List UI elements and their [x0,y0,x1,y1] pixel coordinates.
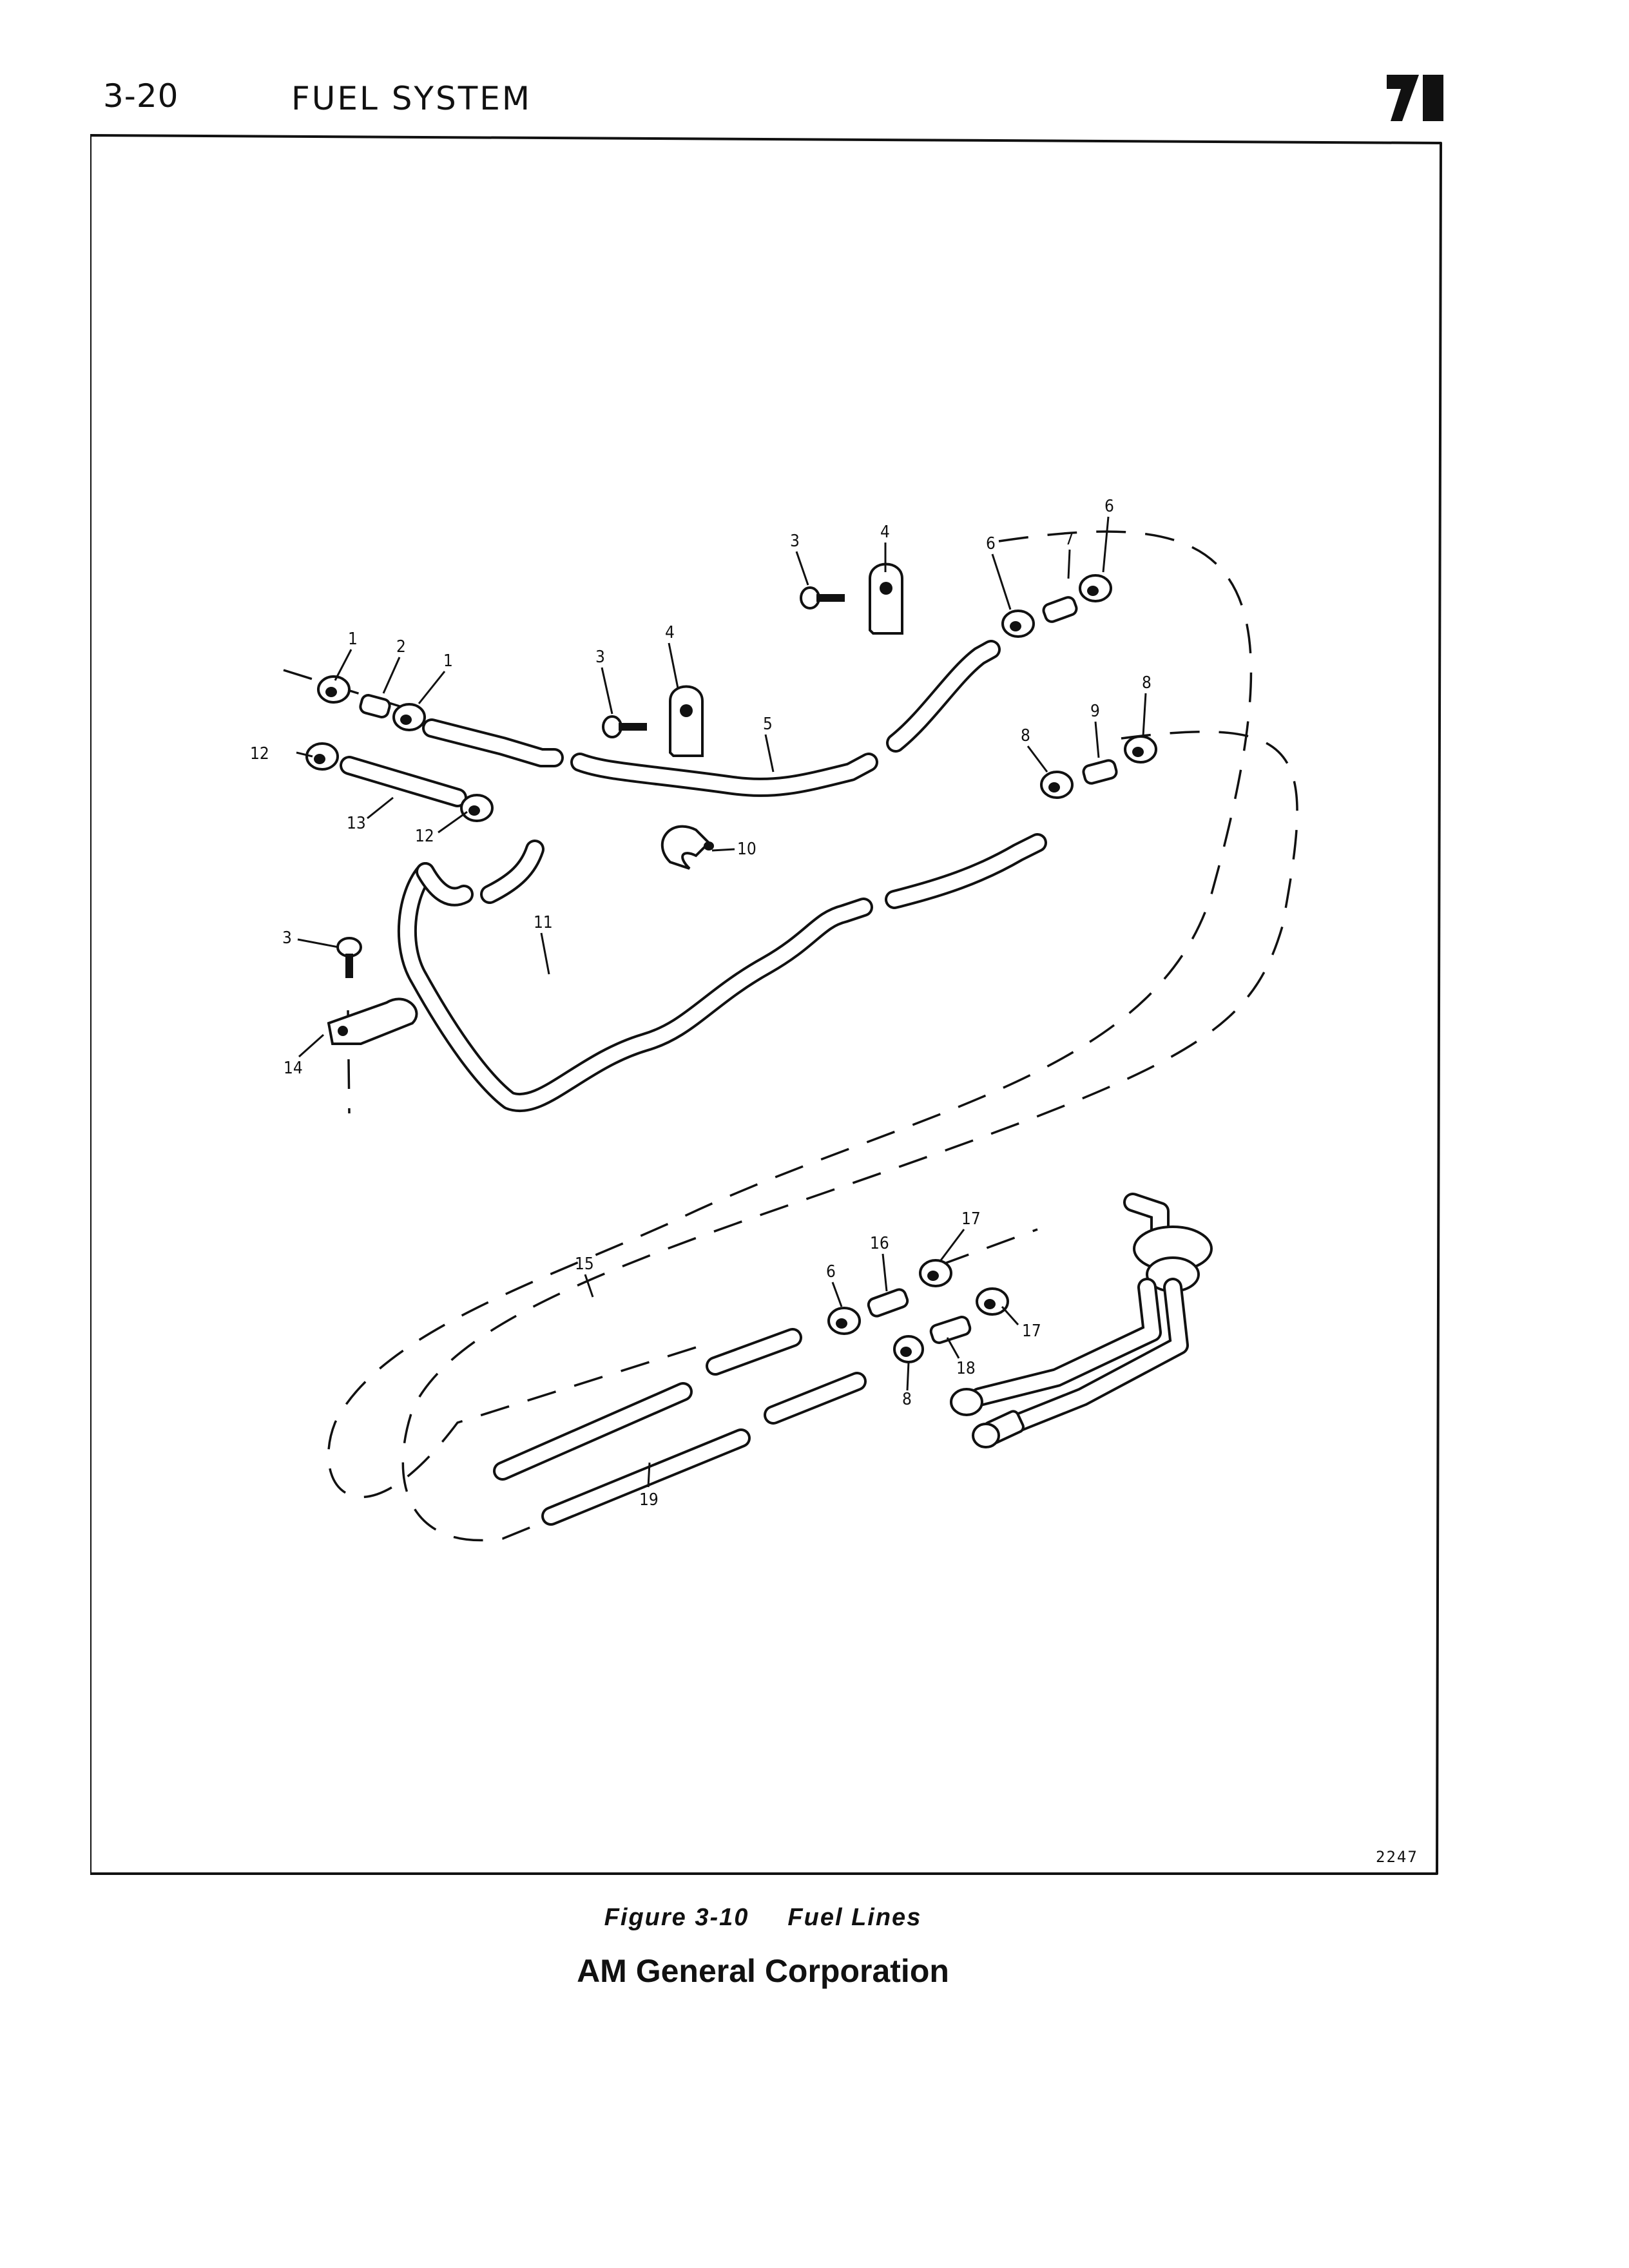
callout-3: 3 [790,532,800,551]
callout-8: 8 [1142,673,1152,693]
hose-9 [1082,759,1118,785]
drawing-number: 2247 [1376,1848,1418,1866]
callout-3: 3 [595,648,605,667]
callout-15: 15 [575,1254,594,1274]
callout-5: 5 [763,715,773,734]
callout-1: 1 [348,629,358,649]
callout-12: 12 [250,744,269,764]
hose-7 [1042,596,1078,623]
figure-caption: Figure 3-10 Fuel Lines [0,1904,1526,1932]
hose-16 [867,1288,909,1318]
callout-7: 7 [1065,530,1074,549]
figure-title: Fuel Lines [787,1904,922,1931]
fuel-pump-assembly [950,1193,1213,1448]
screw-3c [336,937,362,978]
callout-2: 2 [396,637,406,657]
centerline-lower [940,1228,1038,1266]
callout-18: 18 [956,1359,976,1378]
callout-16: 16 [870,1234,889,1253]
clip-4b [669,685,704,757]
clip-10 [660,825,714,870]
callout-leaders [296,516,1147,1488]
callout-6: 6 [826,1262,836,1282]
callout-4: 4 [665,623,675,642]
hose-2 [359,694,391,718]
screw-3b [602,715,647,738]
fuel-line-5 [422,640,1001,797]
callout-4: 4 [880,523,890,542]
section-title: FUEL SYSTEM [291,80,532,117]
callout-3: 3 [282,928,292,948]
hose-18 [929,1316,972,1344]
callout-13: 13 [347,814,366,833]
figure-label: Figure 3-10 [604,1904,749,1931]
callout-19: 19 [639,1490,659,1510]
company-name: AM General Corporation [577,1953,949,1989]
callout-10: 10 [737,840,757,859]
figure-frame-border [90,134,1442,1875]
callout-14: 14 [284,1059,303,1078]
callout-8: 8 [902,1390,912,1409]
clip-4a [869,562,903,635]
callout-9: 9 [1090,702,1100,721]
clip-14 [327,997,418,1045]
callout-17: 17 [961,1209,981,1229]
callout-11: 11 [534,913,553,932]
assembly-dashed-loop-outer [327,530,1253,1499]
screw-3a [800,586,845,610]
assembly-dashed-loop-inner [401,730,1298,1542]
page-number: 3-20 [103,77,179,115]
callout-12: 12 [415,827,434,846]
publisher-logo-mark [1387,75,1443,121]
callout-1: 1 [443,651,453,671]
callout-6: 6 [1104,497,1114,516]
fuel-lines-exploded-view: 1 2 1 3 4 5 3 4 6 7 6 8 9 8 10 11 12 13 … [90,134,1442,1875]
callout-6: 6 [986,534,996,553]
callout-8: 8 [1021,726,1030,745]
callout-17: 17 [1022,1321,1041,1341]
